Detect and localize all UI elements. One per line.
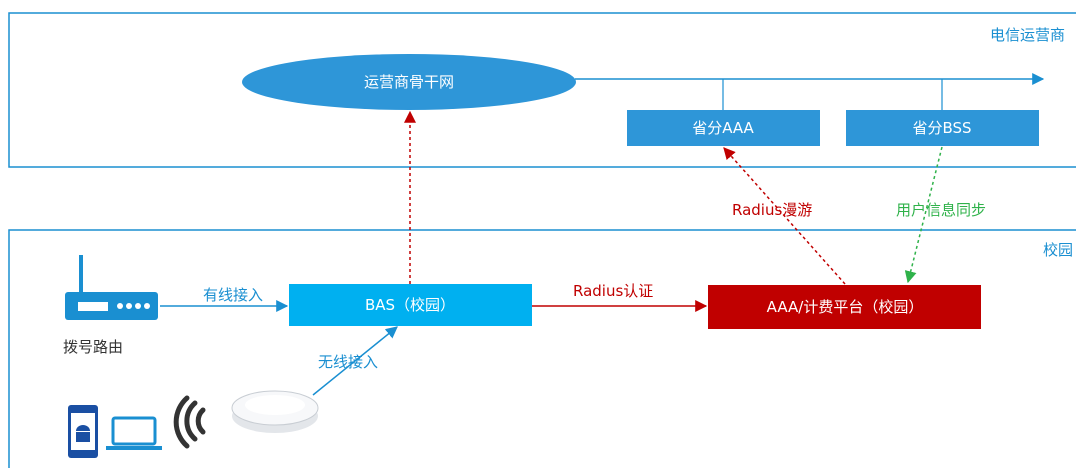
backbone-node (242, 54, 576, 110)
wireless-access-edge (312, 326, 398, 396)
prov-bss-node (846, 110, 1039, 146)
router-label: 拨号路由 (63, 338, 123, 356)
router-icon (65, 255, 158, 320)
prov-aaa-label: 省分AAA (692, 119, 754, 137)
laptop-icon (106, 416, 162, 450)
bas-label: BAS（校园） (365, 296, 455, 314)
prov-aaa-node (627, 110, 820, 146)
radius-roaming-edge (723, 147, 846, 285)
campus-zone-label: 校园 (1043, 241, 1073, 259)
user-sync-label: 用户信息同步 (896, 201, 986, 219)
radius-roaming-label: Radius漫游 (732, 201, 812, 219)
backbone-label: 运营商骨干网 (364, 73, 454, 91)
bas-node (289, 284, 532, 326)
aaa-billing-label: AAA/计费平台（校园） (767, 298, 924, 316)
carrier-zone (8, 12, 1076, 168)
wireless-access-label: 无线接入 (318, 353, 378, 371)
wired-access-label: 有线接入 (203, 286, 263, 304)
android-phone-icon (68, 405, 98, 458)
user-sync-edge (904, 146, 943, 284)
prov-bss-label: 省分BSS (912, 119, 971, 137)
access-point-icon (231, 390, 319, 433)
carrier-zone-label: 电信运营商 (990, 26, 1065, 44)
radius-auth-label: Radius认证 (573, 282, 653, 300)
campus-zone (8, 229, 1076, 468)
wifi-signal-icon (173, 395, 206, 449)
aaa-billing-node (708, 285, 981, 329)
